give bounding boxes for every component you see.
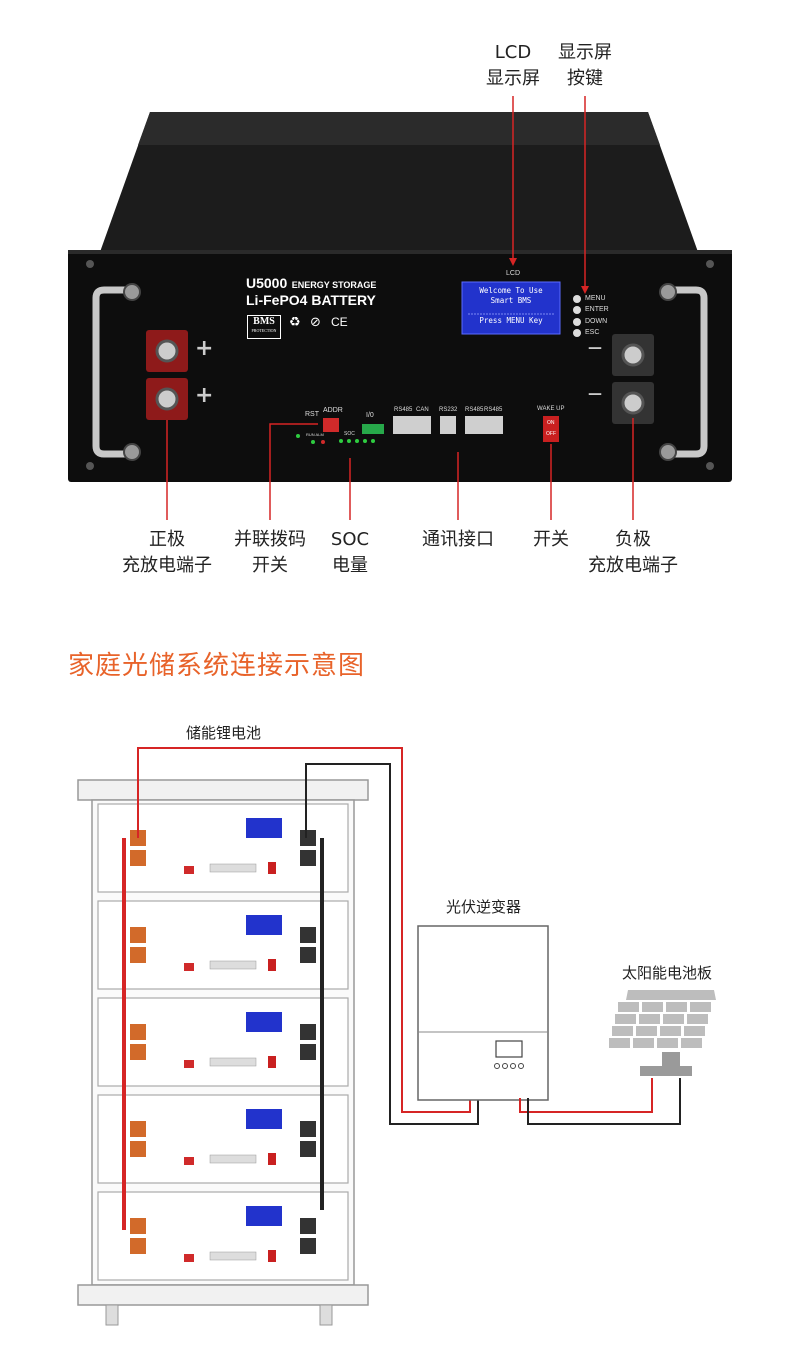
- model-number: U5000: [246, 275, 288, 291]
- solar-cell: [681, 1038, 702, 1048]
- negative-terminal-callout: 负极 充放电端子: [588, 529, 678, 576]
- ce-mark: CE: [331, 315, 348, 329]
- solar-cell: [660, 1026, 681, 1036]
- positive-sign-2: +: [195, 383, 214, 408]
- switch-off-label: OFF: [546, 431, 556, 437]
- battery-module: [97, 900, 349, 990]
- lcd-screen-text: Welcome To Use Smart BMS Press MENU Key: [479, 286, 543, 325]
- soc-label: SOC: [344, 431, 355, 437]
- wake-up-label: WAKE UP: [537, 406, 565, 412]
- solar-cell: [636, 1026, 657, 1036]
- battery-label: 储能锂电池: [186, 724, 262, 742]
- negative-sign-2: —: [588, 386, 602, 402]
- solar-cell: [618, 1002, 639, 1012]
- section-title: 家庭光储系统连接示意图: [68, 651, 366, 681]
- solar-cell: [642, 1002, 663, 1012]
- solar-cell: [615, 1014, 636, 1024]
- dip-switch-callout: 并联拨码 开关: [234, 529, 306, 576]
- battery-product-figure: [68, 96, 732, 520]
- solar-cell: [612, 1026, 633, 1036]
- negative-sign-1: —: [588, 340, 602, 356]
- switch-callout: 开关: [533, 529, 569, 550]
- addr-label: ADDR: [323, 407, 343, 414]
- keys-callout: 显示屏 按键: [558, 42, 612, 89]
- soc-callout: SOC 电量: [330, 529, 370, 576]
- inverter-label: 光伏逆变器: [446, 898, 522, 916]
- run-alm-label: RUN ALM: [306, 432, 324, 437]
- solar-cell: [690, 1002, 711, 1012]
- port-rs485-a: RS485: [394, 407, 413, 413]
- no-disposal-icon: ⊘: [310, 315, 321, 330]
- rst-label: RST: [305, 411, 319, 418]
- port-can: CAN: [416, 407, 429, 413]
- solar-cell: [666, 1002, 687, 1012]
- positive-terminal-callout: 正极 充放电端子: [122, 529, 212, 576]
- positive-sign-1: +: [195, 336, 214, 361]
- recycle-icon: ♻: [289, 315, 301, 330]
- model-label: U5000 ENERGY STORAGE: [246, 275, 376, 293]
- solar-cell: [663, 1014, 684, 1024]
- solar-panel-label: 太阳能电池板: [622, 964, 713, 982]
- port-rs485-b: RS485: [465, 407, 484, 413]
- connection-diagram: [77, 747, 716, 1326]
- solar-cell: [684, 1026, 705, 1036]
- io-label: I/0: [366, 412, 374, 419]
- battery-type-label: Li-FePO4 BATTERY: [246, 292, 376, 308]
- battery-module: [97, 1191, 349, 1281]
- esc-button[interactable]: ESC: [585, 329, 600, 336]
- solar-cell: [639, 1014, 660, 1024]
- lcd-panel-label: LCD: [506, 270, 521, 277]
- enter-button[interactable]: ENTER: [585, 306, 609, 313]
- solar-cell: [687, 1014, 708, 1024]
- comm-port-callout: 通讯接口: [422, 529, 494, 550]
- port-rs232: RS232: [439, 407, 458, 413]
- down-button[interactable]: DOWN: [585, 318, 608, 325]
- solar-cell: [633, 1038, 654, 1048]
- port-rs485-c: RS485: [484, 407, 503, 413]
- battery-module: [97, 997, 349, 1087]
- menu-button[interactable]: MENU: [585, 295, 606, 302]
- lcd-callout: LCD 显示屏: [486, 42, 540, 89]
- solar-cell: [657, 1038, 678, 1048]
- solar-cell: [609, 1038, 630, 1048]
- model-subtitle: ENERGY STORAGE: [291, 280, 377, 290]
- switch-on-label: ON: [547, 420, 555, 426]
- battery-module: [97, 1094, 349, 1184]
- battery-module: [97, 803, 349, 893]
- bms-badge: BMS PROTECTION: [247, 315, 281, 339]
